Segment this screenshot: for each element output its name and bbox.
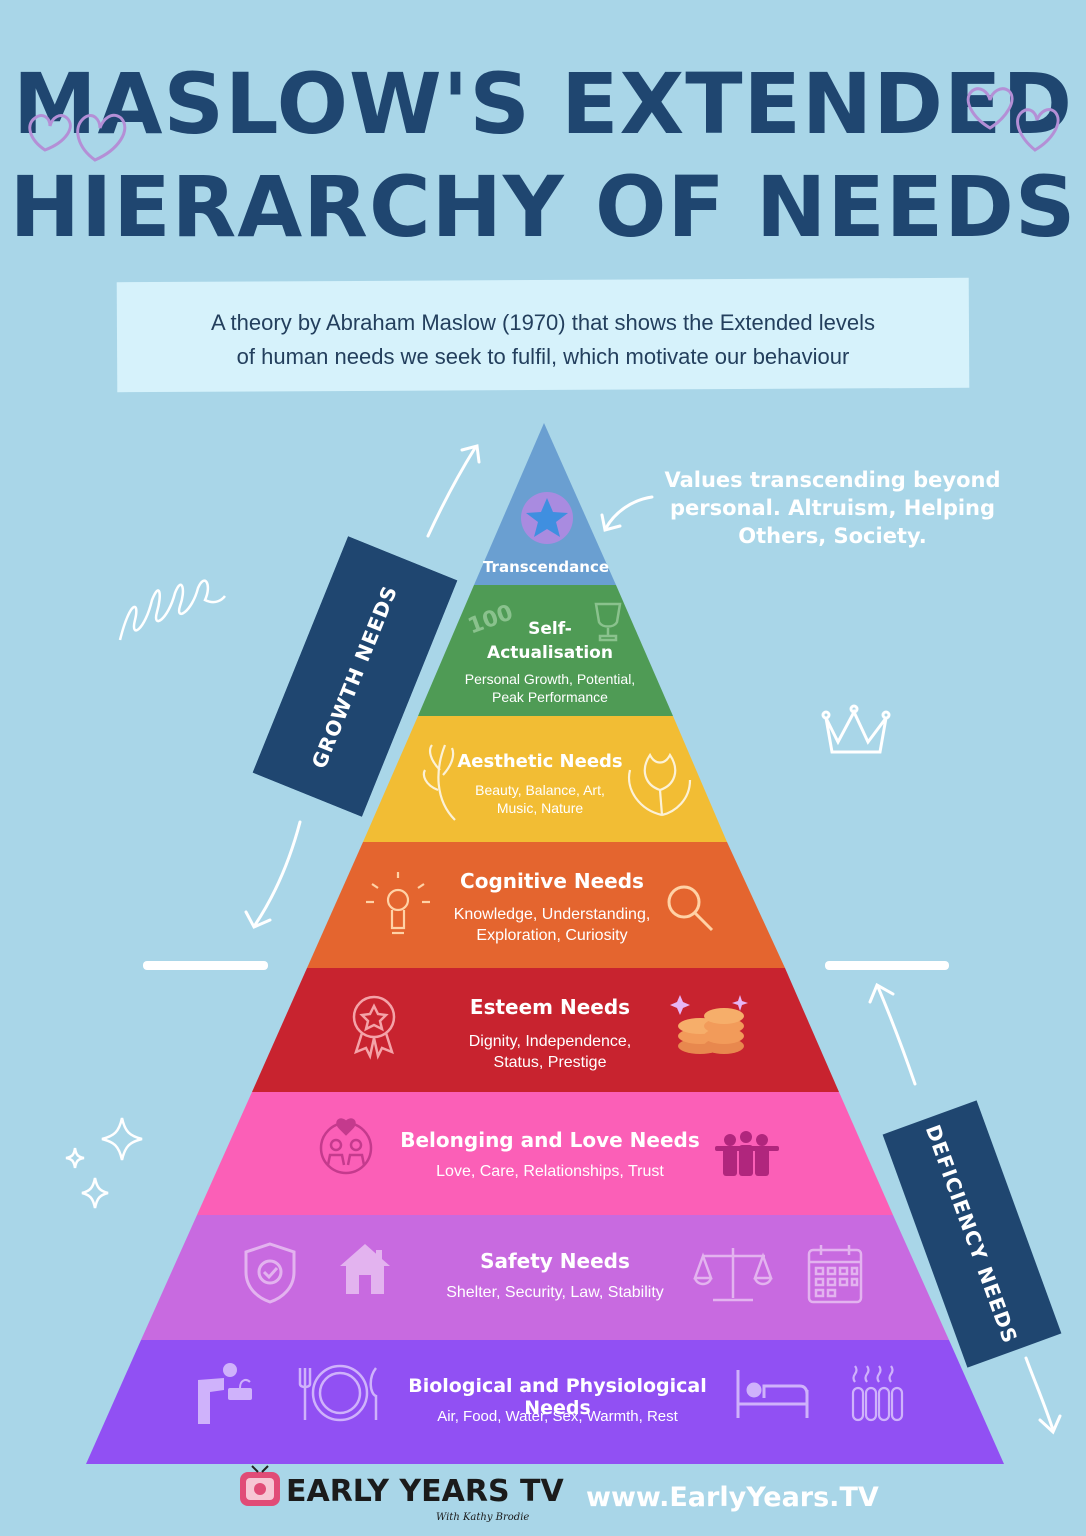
level-safety-desc: Shelter, Security, Law, Stability bbox=[446, 1284, 664, 1301]
level-belonging-band bbox=[197, 1092, 893, 1215]
level-aesthetic-band bbox=[363, 716, 727, 842]
cognitive-desc-1: Knowledge, Understanding, bbox=[453, 906, 651, 923]
coins-icon bbox=[678, 1008, 744, 1054]
loop-doodle bbox=[118, 579, 226, 641]
aesthetic-desc-2: Music, Nature bbox=[496, 800, 584, 816]
level-safety-band bbox=[141, 1215, 949, 1340]
subtitle-line-1: A theory by Abraham Maslow (1970) that s… bbox=[210, 310, 876, 335]
self-actualisation-title-1: Self- bbox=[528, 619, 572, 639]
page-title-line-1: MASLOW'S EXTENDED bbox=[12, 55, 1074, 153]
arrow-icon bbox=[1024, 1356, 1062, 1435]
drinking-fountain-icon bbox=[198, 1363, 252, 1424]
cognitive-desc-2: Exploration, Curiosity bbox=[476, 927, 628, 944]
level-belonging-title: Belonging and Love Needs bbox=[400, 1128, 700, 1152]
arrow-icon bbox=[244, 820, 302, 929]
note-line-3: Others, Society. bbox=[738, 524, 927, 548]
trophy-icon bbox=[594, 602, 622, 642]
level-biological-desc: Air, Food, Water, Sex, Warmth, Rest bbox=[437, 1408, 678, 1425]
tv-logo-icon bbox=[240, 1465, 280, 1506]
self-actualisation-title-2: Actualisation bbox=[487, 643, 613, 663]
footer-brand: EARLY YEARS TV bbox=[286, 1474, 564, 1509]
transcendance-note: Values transcending beyond personal. Alt… bbox=[650, 466, 1015, 550]
sparkle-icon bbox=[670, 995, 748, 1015]
level-self-actualisation-band bbox=[418, 585, 673, 716]
divider-left bbox=[143, 961, 268, 970]
aesthetic-desc-1: Beauty, Balance, Art, bbox=[475, 782, 605, 798]
divider-right bbox=[825, 961, 949, 970]
radiator-icon bbox=[851, 1365, 904, 1422]
growth-needs-label: GROWTH NEEDS bbox=[307, 581, 403, 772]
group-hug-icon bbox=[715, 1131, 779, 1176]
shield-check-icon bbox=[244, 1242, 296, 1304]
note-line-1: Values transcending beyond bbox=[664, 468, 1001, 492]
lightbulb-icon bbox=[366, 872, 430, 935]
footer-url[interactable]: www.EarlyYears.TV bbox=[586, 1482, 879, 1513]
note-line-2: personal. Altruism, Helping bbox=[669, 496, 996, 520]
plate-cutlery-icon bbox=[298, 1364, 378, 1422]
magnifier-icon bbox=[667, 885, 714, 932]
crown-icon bbox=[821, 704, 891, 754]
level-cognitive-band bbox=[307, 842, 785, 968]
heart-outline-icon bbox=[28, 113, 127, 162]
bed-icon bbox=[736, 1370, 809, 1418]
tulip-icon bbox=[627, 752, 692, 817]
calendar-icon bbox=[807, 1245, 863, 1304]
esteem-desc-1: Dignity, Independence, bbox=[468, 1033, 632, 1050]
level-transcendance-title: Transcendance bbox=[482, 558, 610, 576]
arrow-icon bbox=[600, 495, 654, 532]
arrow-icon bbox=[868, 982, 917, 1086]
self-actualisation-desc-1: Personal Growth, Potential, bbox=[464, 671, 636, 687]
star-icon bbox=[526, 498, 568, 537]
leaf-icon bbox=[422, 744, 456, 821]
level-esteem-title: Esteem Needs bbox=[469, 995, 631, 1019]
level-aesthetic-title: Aesthetic Needs bbox=[457, 751, 623, 772]
page-title-line-2: HIERARCHY OF NEEDS bbox=[9, 158, 1077, 256]
level-belonging-desc: Love, Care, Relationships, Trust bbox=[436, 1163, 664, 1180]
level-self-actualisation-title: Self- Actualisation bbox=[480, 617, 620, 665]
house-icon bbox=[340, 1244, 390, 1294]
sparkle-icon bbox=[65, 1117, 143, 1209]
award-ribbon-icon bbox=[352, 995, 396, 1060]
level-esteem-band bbox=[252, 968, 839, 1092]
level-safety-title: Safety Needs bbox=[480, 1249, 630, 1273]
esteem-desc-2: Status, Prestige bbox=[493, 1054, 607, 1071]
level-cognitive-title: Cognitive Needs bbox=[460, 869, 644, 893]
self-actualisation-desc-2: Peak Performance bbox=[492, 689, 608, 705]
level-biological-band bbox=[86, 1340, 1004, 1464]
level-esteem-desc: Dignity, Independence, Status, Prestige bbox=[420, 1031, 680, 1073]
subtitle-line-2: of human needs we seek to fulfil, which … bbox=[236, 344, 850, 369]
footer-brand-sub: With Kathy Brodie bbox=[436, 1512, 530, 1523]
subtitle: A theory by Abraham Maslow (1970) that s… bbox=[130, 306, 956, 374]
level-biological-title: Biological and Physiological Needs bbox=[408, 1375, 707, 1419]
family-heart-icon bbox=[319, 1118, 373, 1175]
arrow-icon bbox=[426, 444, 481, 538]
level-cognitive-desc: Knowledge, Understanding, Exploration, C… bbox=[420, 904, 684, 946]
level-aesthetic-desc: Beauty, Balance, Art, Music, Nature bbox=[430, 781, 650, 817]
level-self-actualisation-desc: Personal Growth, Potential, Peak Perform… bbox=[440, 670, 660, 706]
heart-outline-icon bbox=[966, 87, 1060, 152]
scales-icon bbox=[693, 1248, 773, 1302]
